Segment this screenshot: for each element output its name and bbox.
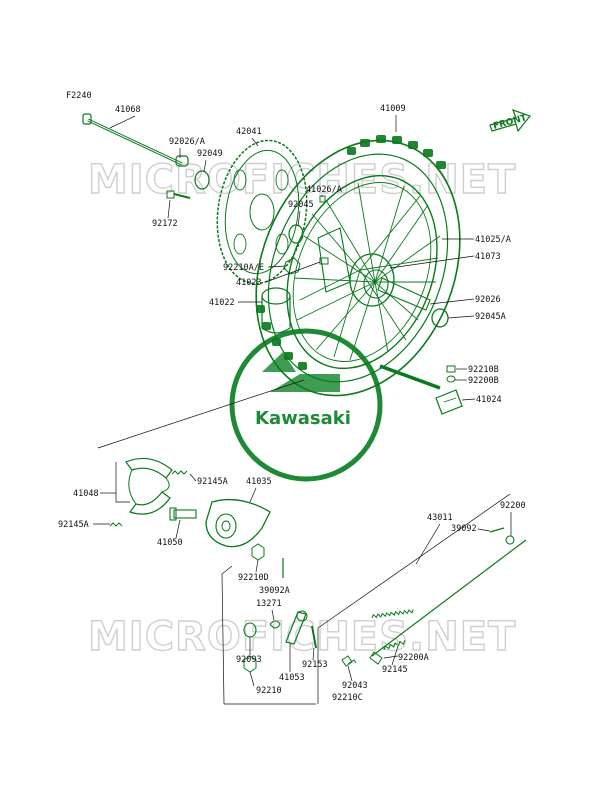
label-92043: 92043: [342, 681, 368, 691]
label-41022: 41022: [209, 298, 235, 308]
part-41023: [319, 257, 329, 265]
label-41009: 41009: [380, 104, 406, 114]
collar-92026a: [175, 155, 189, 167]
nut-92210d: [251, 543, 265, 561]
label-92210d: 92210D: [238, 573, 269, 583]
label-41026a: 41026/A: [306, 185, 342, 195]
brake-lever-41053: [285, 610, 308, 645]
label-92200: 92200: [500, 501, 526, 511]
rear-wheel-assembly: [255, 135, 461, 397]
label-41024: 41024: [476, 395, 502, 405]
brake-rod-43011: [369, 539, 527, 665]
bolt-92153: [311, 625, 317, 649]
washer-92200: [505, 535, 515, 545]
label-41073: 41073: [475, 252, 501, 262]
label-42041: 42041: [236, 127, 262, 137]
label-92045: 92045: [288, 200, 314, 210]
label-39092a: 39092A: [259, 586, 290, 596]
label-92026a: 92026/A: [169, 137, 205, 147]
brake-cam-41050: [169, 507, 197, 521]
label-39092: 39092: [451, 524, 477, 534]
label-41050: 41050: [157, 538, 183, 548]
part-labels: 41068 92026/A 92049 42041 92172 41009 41…: [58, 104, 526, 703]
label-92200b: 92200B: [468, 376, 499, 386]
label-43011: 43011: [427, 513, 453, 523]
spacer-41022: [261, 287, 291, 334]
label-92145a-left: 92145A: [58, 520, 89, 530]
wing-nut-92043: [341, 655, 357, 667]
label-41068: 41068: [115, 105, 141, 115]
label-41048: 41048: [73, 489, 99, 499]
label-92145: 92145: [382, 665, 408, 675]
seal-92049: [194, 170, 210, 190]
kawasaki-logo-text: Kawasaki: [255, 408, 351, 429]
clip-13271: [269, 620, 281, 629]
figure-code: F2240: [66, 91, 92, 101]
front-label: FRONT: [492, 113, 529, 132]
nut-92210ae: [283, 257, 301, 275]
label-41023: 41023: [236, 278, 262, 288]
label-13271: 13271: [256, 599, 282, 609]
bolt-92172: [166, 190, 191, 199]
part-41026a: [319, 195, 326, 203]
spring-92145a-left: [109, 522, 123, 527]
sprocket-42041: [216, 139, 308, 285]
label-92210: 92210: [256, 686, 282, 696]
label-92049: 92049: [197, 149, 223, 159]
spring-92145a-top: [171, 470, 188, 475]
label-92145a-top: 92145A: [197, 477, 228, 487]
label-92153: 92153: [302, 660, 328, 670]
spring-92145: [383, 639, 406, 651]
label-92093: 92093: [236, 655, 262, 665]
nut-92210: [243, 655, 257, 673]
brake-shoes-41048: [125, 457, 173, 515]
label-92210ae: 92210A/E: [223, 263, 264, 273]
label-92200a: 92200A: [398, 653, 429, 663]
label-92026: 92026: [475, 295, 501, 305]
chain-adjuster-41024: [435, 389, 463, 415]
kawasaki-logo: Kawasaki: [229, 328, 383, 482]
label-92172: 92172: [152, 219, 178, 229]
nut-92210b: [446, 365, 456, 373]
brake-panel-41035: [205, 498, 271, 548]
axle-41068: [82, 113, 183, 166]
label-41035: 41035: [246, 477, 272, 487]
label-92210b: 92210B: [468, 365, 499, 375]
label-92210c: 92210C: [332, 693, 363, 703]
label-41025a: 41025/A: [475, 235, 511, 245]
front-direction-arrow-icon: FRONT: [489, 109, 531, 133]
label-41053: 41053: [279, 673, 305, 683]
washer-92200b: [446, 375, 456, 383]
pin-39092: [489, 527, 505, 533]
bearing-92045: [288, 224, 304, 244]
label-92045a: 92045A: [475, 312, 506, 322]
